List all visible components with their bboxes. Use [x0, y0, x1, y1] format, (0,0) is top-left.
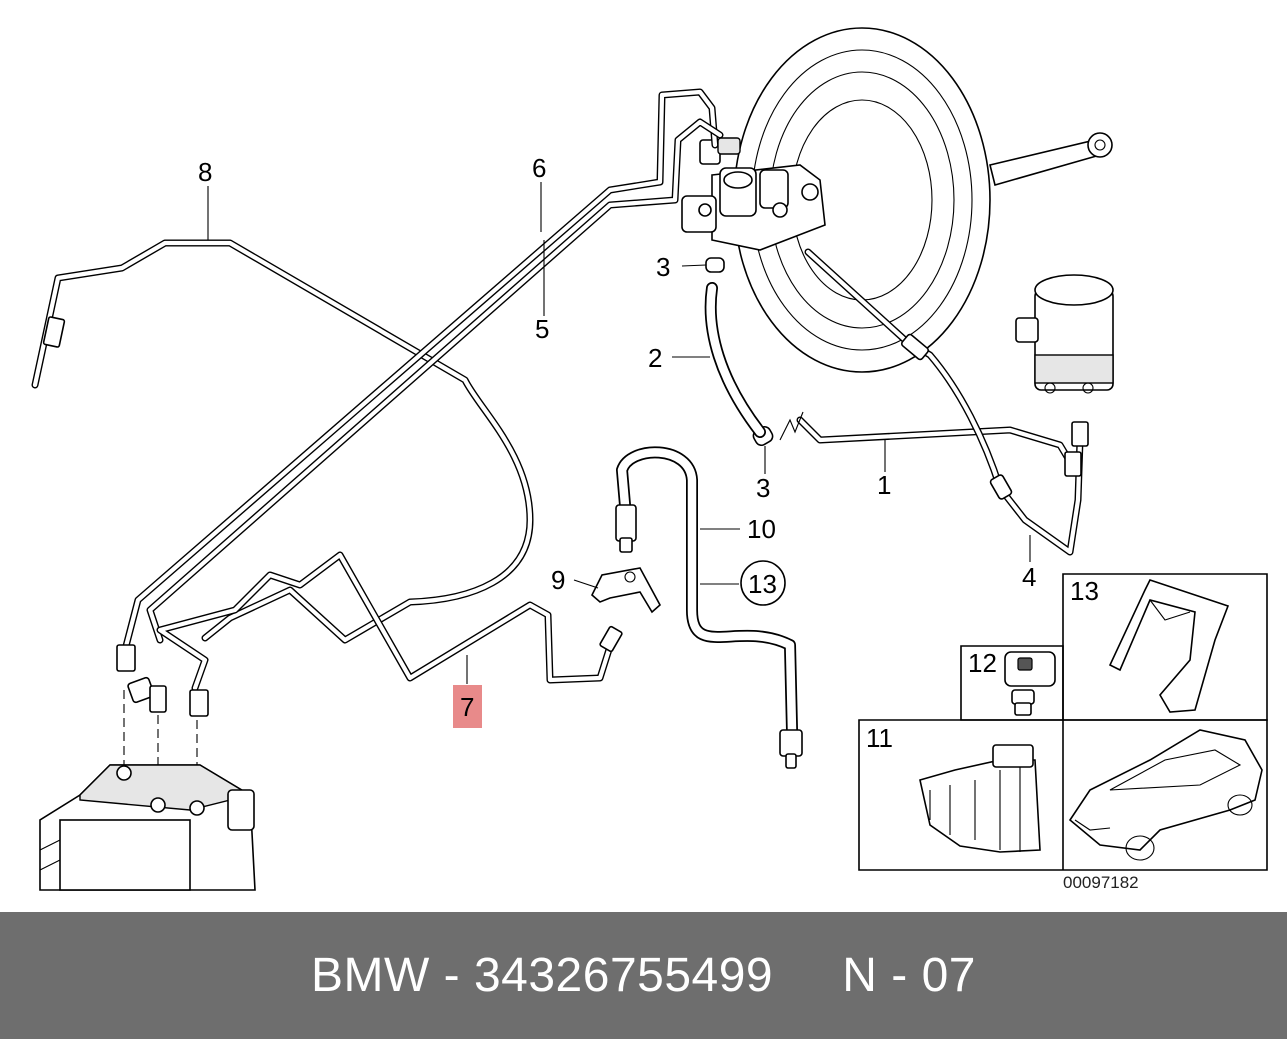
clamp-upper — [705, 257, 725, 273]
callout-2: 2 — [648, 343, 662, 373]
inset-panels — [858, 573, 1268, 871]
footer-bar: BMW - 34326755499 N - 07 — [0, 912, 1287, 1039]
callout-11: 11 — [866, 723, 893, 753]
callout-7: 7 — [460, 692, 474, 722]
callout-3-upper: 3 — [656, 252, 670, 282]
leader-lines — [207, 182, 1031, 684]
callout-10: 10 — [747, 514, 776, 544]
callout-9: 9 — [551, 565, 565, 595]
callout-1: 1 — [877, 470, 891, 500]
brake-lines-diagram: 8 6 5 3 2 3 1 4 10 9 13 7 13 12 11 00097… — [31, 27, 1268, 892]
callout-6: 6 — [532, 153, 546, 183]
footer-text: BMW - 34326755499 N - 07 — [311, 949, 976, 1002]
callout-7-highlight — [453, 685, 482, 728]
pump-unit — [1015, 274, 1114, 394]
callout-13-box: 13 — [1070, 576, 1099, 606]
callout-5: 5 — [535, 314, 549, 344]
holder-11 — [919, 744, 1041, 853]
bracket-9 — [591, 567, 662, 614]
brake-booster — [733, 27, 1113, 373]
clip-12 — [1004, 651, 1056, 716]
hydraulic-unit — [39, 764, 256, 891]
callout-13-circle-ring — [740, 560, 786, 606]
reference-number: 00097182 — [1063, 873, 1139, 892]
car-silhouette — [1068, 729, 1263, 861]
callout-8: 8 — [198, 157, 212, 187]
callout-12: 12 — [968, 648, 997, 678]
callout-4: 4 — [1022, 562, 1036, 592]
callout-3-lower: 3 — [756, 473, 770, 503]
callout-13-circle: 13 — [748, 569, 777, 599]
